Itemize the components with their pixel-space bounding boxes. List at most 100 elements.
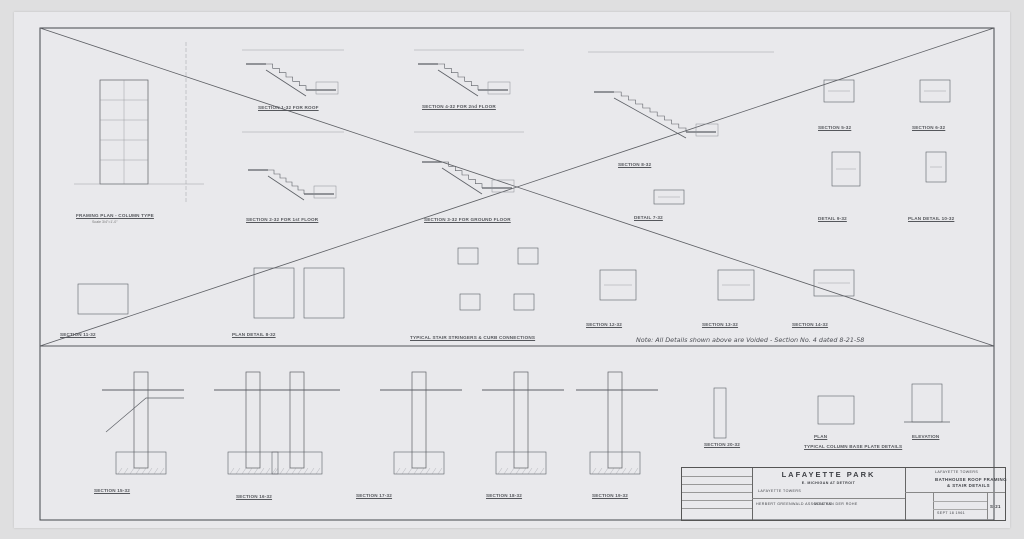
label-section-d: SECTION 6-32 — [912, 125, 946, 130]
hatch-line — [141, 467, 147, 475]
label-section-15: SECTION 15-32 — [94, 488, 131, 493]
title-block-main: LAFAYETTE PARK E. MICHIGAN AT DETROIT LA… — [752, 468, 906, 520]
label-section-13: SECTION 13-32 — [702, 322, 739, 327]
hatch-line — [431, 467, 437, 475]
stair-section-2nd — [487, 81, 511, 95]
project-label: LAFAYETTE TOWERS — [935, 470, 979, 474]
sheet-border — [39, 27, 995, 521]
client-line: HERBERT GREENWALD ASSOCIATES — [756, 502, 832, 506]
hatch-line — [621, 467, 627, 475]
sheet-date: SEPT 18 1961 — [937, 511, 966, 515]
hatch-line — [123, 467, 129, 475]
hatch-line — [609, 467, 615, 475]
detail-box — [823, 79, 855, 103]
hatch-line — [309, 467, 315, 475]
hatch-line — [401, 467, 407, 475]
hatch-line — [297, 467, 303, 475]
hatch-line — [247, 467, 253, 475]
title-block-right: LAFAYETTE TOWERS BATHHOUSE ROOF FRAMING … — [905, 468, 1007, 520]
void-cross-line — [39, 27, 995, 347]
section-15-stringer — [105, 397, 184, 433]
plan-detail — [303, 267, 345, 319]
revision-block — [682, 468, 753, 520]
label-section-20: SECTION 20-32 — [704, 442, 741, 447]
stair-section-first — [267, 175, 305, 201]
drawing-sheet: FRAMING PLAN - COLUMN TYPE SECTION 1-32 … — [14, 12, 1010, 528]
label-detail-a: DETAIL 7-32 — [634, 215, 663, 220]
detail-box — [717, 269, 755, 301]
label-section-roof: SECTION 1-32 FOR ROOF — [258, 105, 319, 110]
label-typical-stair: TYPICAL STAIR STRINGERS & CURB CONNECTIO… — [410, 335, 536, 340]
section-16-column — [289, 371, 305, 469]
label-plan-detail-b: PLAN DETAIL 10-32 — [908, 216, 955, 221]
section-17-column — [393, 451, 445, 475]
detail-box — [919, 79, 951, 103]
hatch-line — [303, 467, 309, 475]
hatch-line — [597, 467, 603, 475]
label-framing-plan: FRAMING PLAN - COLUMN TYPE — [76, 213, 154, 218]
hatch-line — [533, 467, 539, 475]
label-section-11: SECTION 11-32 — [60, 332, 96, 337]
hatch-line — [265, 467, 271, 475]
hatch-line — [503, 467, 509, 475]
section-18-column — [495, 451, 547, 475]
label-section-2nd: SECTION 4-32 FOR 2nd FLOOR — [422, 104, 496, 109]
hatch-line — [229, 467, 235, 475]
hatch-line — [253, 467, 259, 475]
section-19-column — [607, 371, 623, 469]
stair-section-ground — [441, 167, 483, 195]
hatch-line — [521, 467, 527, 475]
hatch-line — [413, 467, 419, 475]
section-15-column — [133, 371, 149, 469]
stair-section-2nd — [437, 69, 479, 97]
hatch-line — [425, 467, 431, 475]
label-elevation: ELEVATION — [912, 434, 940, 439]
hatch-line — [395, 467, 401, 475]
section-18-column — [513, 371, 529, 469]
label-section-14: SECTION 14-32 — [792, 322, 829, 327]
label-section-ground: SECTION 3-32 FOR GROUND FLOOR — [424, 217, 511, 222]
hatch-line — [259, 467, 265, 475]
plan-detail — [457, 247, 479, 265]
label-section-19: SECTION 19-32 — [592, 493, 629, 498]
hatch-line — [129, 467, 135, 475]
hatch-line — [407, 467, 413, 475]
hatch-line — [235, 467, 241, 475]
base-plate-elevation — [911, 383, 943, 423]
stair-section-first — [313, 185, 337, 199]
label-section-12: SECTION 12-32 — [586, 322, 623, 327]
hatch-line — [153, 467, 159, 475]
hatch-line — [117, 467, 123, 475]
stair-section-ground — [442, 161, 483, 188]
project-name: LAFAYETTE PARK — [781, 470, 876, 479]
section-15-column — [115, 451, 167, 475]
plan-detail — [513, 293, 535, 311]
stair-section-b — [613, 97, 687, 139]
detail-box — [599, 269, 637, 301]
scale-note: Scale 3/4"=1'-0" — [92, 220, 118, 224]
hatch-line — [279, 467, 285, 475]
label-typical-base: TYPICAL COLUMN BASE PLATE DETAILS — [804, 444, 903, 449]
sheet-title-1: BATHHOUSE ROOF FRAMING — [935, 477, 1007, 482]
label-section-first: SECTION 2-32 FOR 1st FLOOR — [246, 217, 319, 222]
title-block: LAFAYETTE PARK E. MICHIGAN AT DETROIT LA… — [681, 467, 1007, 521]
label-section-16: SECTION 16-32 — [236, 494, 273, 499]
hatch-line — [509, 467, 515, 475]
hatch-line — [285, 467, 291, 475]
plan-detail — [517, 247, 539, 265]
stair-section-b — [614, 91, 687, 132]
hatch-line — [271, 467, 277, 475]
hatch-line — [603, 467, 609, 475]
section-20-detail — [713, 387, 727, 439]
section-11-detail — [77, 283, 129, 315]
hatch-line — [615, 467, 621, 475]
sheet-number: S-21 — [990, 504, 1001, 509]
hatch-line — [159, 467, 165, 475]
section-17-column — [411, 371, 427, 469]
label-plan: PLAN — [814, 434, 828, 439]
hatch-line — [591, 467, 597, 475]
hatch-line — [515, 467, 521, 475]
stair-section-2nd — [438, 63, 479, 90]
label-detail-b: DETAIL 9-32 — [818, 216, 847, 221]
architectural-drawing — [39, 27, 995, 521]
